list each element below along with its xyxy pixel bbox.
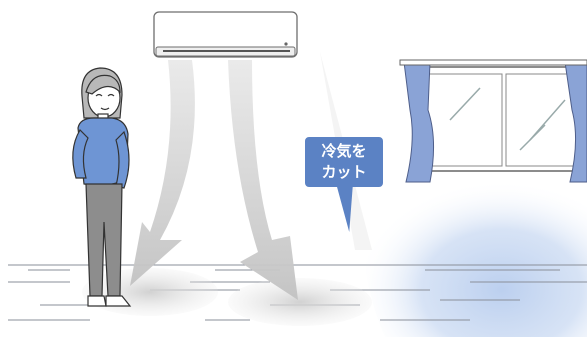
curtain-right xyxy=(564,61,587,183)
airflow-arrow-icon xyxy=(130,60,195,286)
window-icon xyxy=(399,59,587,183)
floor-shadow-right xyxy=(228,278,372,326)
person-illustration xyxy=(72,67,132,307)
airflow-arrow-icon xyxy=(228,60,298,300)
cut-cold-air-callout: 冷気を カット xyxy=(305,137,383,187)
curtain-left xyxy=(403,61,435,183)
cold-air-region xyxy=(361,168,587,337)
callout-line-1: 冷気を xyxy=(321,142,367,160)
callout-line-2: カット xyxy=(321,163,367,181)
air-conditioner-icon xyxy=(153,11,298,58)
